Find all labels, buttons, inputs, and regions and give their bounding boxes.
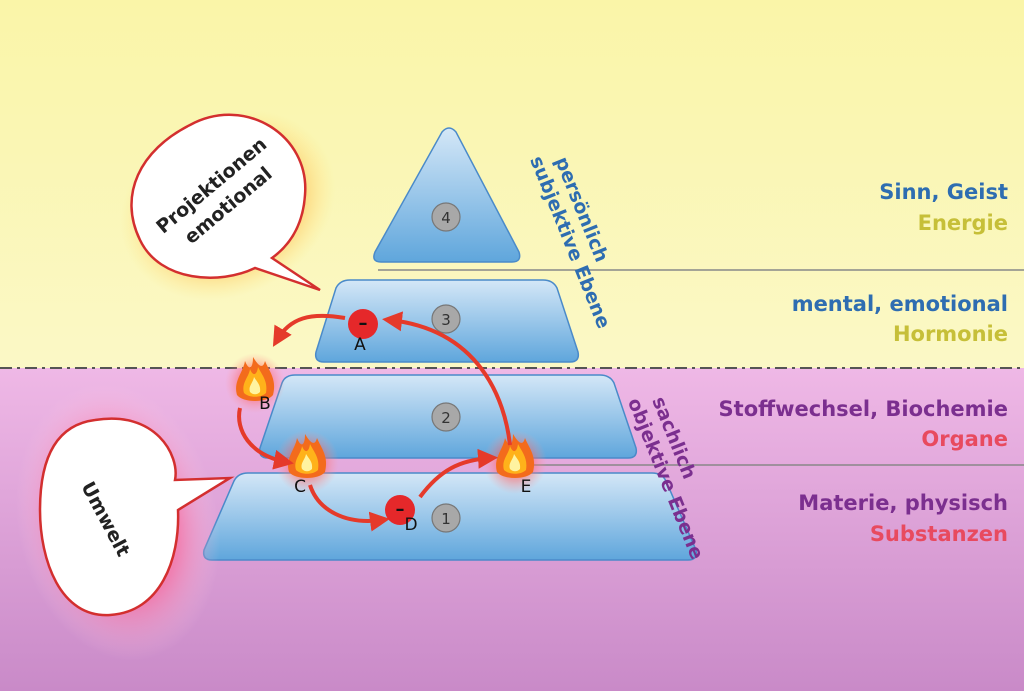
flame-icon-c: [288, 434, 327, 478]
level-number-2: 2: [431, 402, 461, 432]
pyramid-tier-4: [373, 127, 521, 263]
arrow-d-to-e: [418, 448, 498, 499]
level-number-4-text: 4: [441, 209, 451, 227]
level-3-secondary-label: Hormonie: [892, 322, 1008, 346]
minus-sign-d: –: [396, 499, 405, 520]
level-number-1-text: 1: [441, 510, 451, 528]
level-number-3: 3: [431, 304, 461, 334]
minus-node-d: –: [385, 495, 415, 525]
level-2-secondary-label: Organe: [921, 427, 1008, 451]
arrow-e-to-a: [382, 311, 512, 446]
flame-icon-b: [236, 357, 275, 401]
level-number-3-text: 3: [441, 311, 451, 329]
level-2-primary-label: Stoffwechsel, Biochemie: [718, 397, 1008, 421]
flame-icon-e: [496, 434, 535, 478]
arrow-c-to-d: [308, 484, 390, 532]
minus-node-a: –: [348, 309, 378, 339]
level-number-4: 4: [431, 202, 461, 232]
level-3-primary-label: mental, emotional: [791, 292, 1008, 316]
level-4-primary-label: Sinn, Geist: [879, 180, 1008, 204]
arrow-b-to-c: [237, 407, 294, 470]
arrow-a-to-b: [272, 313, 346, 347]
level-4-secondary-label: Energie: [917, 211, 1008, 235]
projektionen-bubble: Projektionen emotional: [120, 109, 336, 301]
point-e-label: E: [521, 477, 532, 497]
level-number-1: 1: [431, 503, 461, 533]
level-1-secondary-label: Substanzen: [869, 522, 1008, 546]
level-number-2-text: 2: [441, 409, 451, 427]
minus-sign-a: –: [359, 313, 368, 334]
point-a-label: A: [354, 335, 366, 355]
point-d-label: D: [404, 515, 417, 535]
point-b-label: B: [259, 394, 271, 414]
point-c-label: C: [294, 477, 306, 497]
level-1-primary-label: Materie, physisch: [798, 491, 1008, 515]
umwelt-bubble: Umwelt: [15, 383, 235, 661]
